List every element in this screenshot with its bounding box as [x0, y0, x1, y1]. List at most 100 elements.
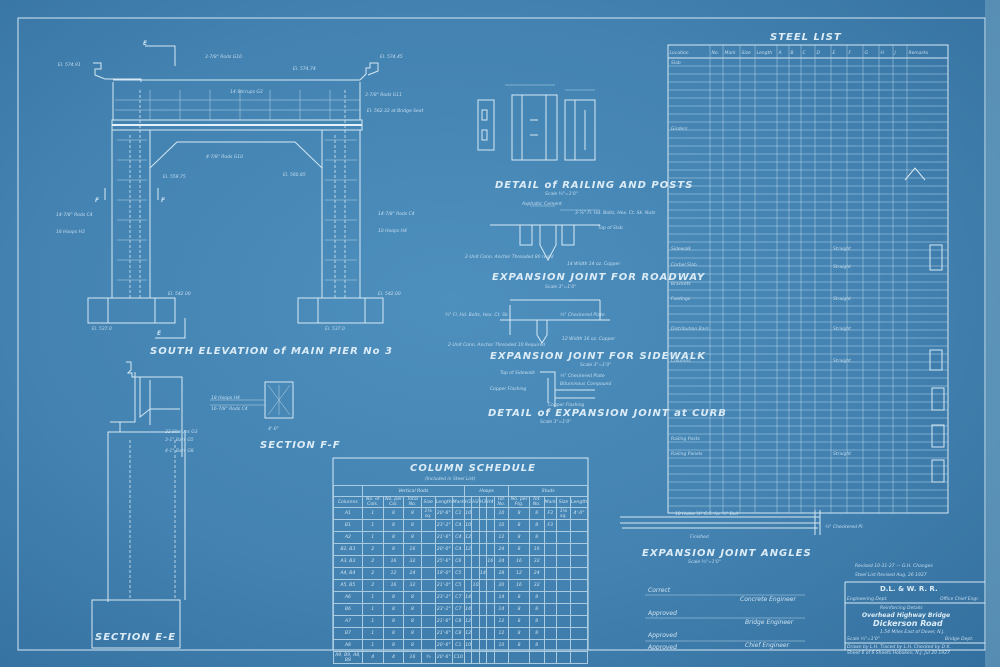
table-cell: 8 [403, 615, 422, 628]
section-mark: F [161, 197, 166, 204]
table-cell [420, 531, 436, 544]
table-cell [471, 519, 480, 532]
table-cell: 14 [478, 567, 488, 580]
table-cell [555, 639, 571, 652]
steel-list-location: Distribution Bars [671, 326, 709, 332]
table-cell [486, 651, 495, 664]
table-cell: 16 [403, 543, 422, 556]
steel-list-location: Girders [671, 126, 688, 132]
table-cell: 1 [361, 507, 384, 520]
table-cell [486, 579, 495, 592]
group-header: Vertical Rods [361, 485, 465, 497]
table-cell [543, 615, 557, 628]
table-cell [471, 615, 480, 628]
column-schedule-title: COLUMN SCHEDULE [410, 463, 536, 474]
column-header: Mark [451, 496, 465, 508]
table-cell [486, 639, 495, 652]
steel-list-remark: Straight [833, 296, 851, 302]
joint-note: 18 Holes ⅞" C.S. for ¾" Bolt [675, 511, 739, 517]
table-cell: 1⅛ sq. [555, 507, 571, 520]
table-cell: C10 [451, 651, 465, 664]
table-cell: 2 [361, 543, 384, 556]
table-cell: 8 [508, 543, 530, 556]
table-cell: 8 [508, 603, 530, 616]
table-cell: C5 [451, 567, 465, 580]
sidewalk-joint-title: EXPANSION JOINT FOR SIDEWALK [490, 351, 706, 362]
pier-elevation-title: SOUTH ELEVATION of MAIN PIER No 3 [150, 346, 393, 357]
title-dept: Bridge Dept. [945, 636, 973, 642]
column-header: Size [420, 496, 436, 508]
railroad-name: D.L. & W. R. R. [880, 585, 938, 593]
table-cell: C5 [451, 579, 465, 592]
table-cell: 12 [463, 531, 473, 544]
curb-joint-title: DETAIL of EXPANSION JOINT at CURB [488, 408, 727, 419]
table-cell: 8 [528, 639, 545, 652]
steel-list-header: B [791, 50, 794, 56]
table-cell: 8 [382, 543, 405, 556]
steel-list-header: Location [670, 50, 689, 56]
table-cell [478, 507, 488, 520]
table-cell [555, 615, 571, 628]
table-cell: C8 [451, 615, 465, 628]
table-cell [569, 651, 589, 664]
table-cell: 12 [493, 615, 510, 628]
table-cell [543, 555, 557, 568]
table-cell: 16 [528, 543, 545, 556]
table-cell: 8 [528, 627, 545, 640]
table-cell: 8 [508, 531, 530, 544]
table-cell [486, 615, 495, 628]
elevation-note: 14-7/8" Rods C4 [378, 211, 415, 217]
table-cell [555, 651, 571, 664]
table-cell: 8 [403, 507, 422, 520]
table-cell [486, 567, 495, 580]
table-cell: 21'-6" [434, 615, 453, 628]
column-header: H1 [463, 496, 473, 508]
section-note: 3-1" Bars G5 [165, 437, 194, 443]
table-cell: C1 [451, 639, 465, 652]
column-header: Length [434, 496, 453, 508]
title-scale: Scale ¼"=1'0" [847, 636, 880, 642]
joint-note: 3-⅞" Fl. Hd. Bolts, Hex. Ct. Sk. Nuts [575, 210, 656, 216]
steel-list-remark: Straight [833, 451, 851, 457]
table-cell [555, 591, 571, 604]
elevation-note: El. 560.85 [283, 172, 306, 178]
table-cell [471, 639, 480, 652]
table-cell [478, 639, 488, 652]
elevation-note: El. 559.75 [163, 174, 186, 180]
table-cell: 10 [463, 507, 473, 520]
column-header: Size [555, 496, 571, 508]
table-cell: 10 [493, 519, 510, 532]
table-cell [463, 555, 473, 568]
table-cell [420, 567, 436, 580]
railing-title: DETAIL of RAILING AND POSTS [495, 180, 693, 191]
scale-note: Scale 3"=1'0" [540, 419, 571, 425]
table-cell: 8 [528, 615, 545, 628]
section-note: 18 Hoops H4 [211, 395, 240, 401]
steel-list-location: Columns [671, 358, 691, 364]
elevation-note: 14-7/8" Rods C4 [56, 212, 93, 218]
table-cell: 10 [493, 639, 510, 652]
table-cell [543, 543, 557, 556]
joint-note: Top of Slab [598, 225, 623, 231]
table-cell: C7 [451, 591, 465, 604]
table-cell [486, 531, 495, 544]
column-header: Length [569, 496, 589, 508]
table-cell [493, 651, 510, 664]
elevation-note: El. 542.00 [168, 291, 191, 297]
elevation-note: 10 Hoops H4 [378, 228, 407, 234]
table-cell: 8 [403, 627, 422, 640]
table-cell: 20 [493, 579, 510, 592]
table-cell: 2 [361, 567, 384, 580]
table-cell: C7 [451, 603, 465, 616]
table-cell: 16 [508, 579, 530, 592]
table-cell: 14 [463, 591, 473, 604]
table-cell [555, 567, 571, 580]
title-line1: Reinforcing Details [880, 605, 923, 611]
steel-list-location: Corbel Slab [671, 262, 697, 268]
table-cell: 16 [508, 555, 530, 568]
sheet-number: Sheet 6 of 8 Sheets Hoboken, N.J. Jul 20… [847, 650, 950, 656]
